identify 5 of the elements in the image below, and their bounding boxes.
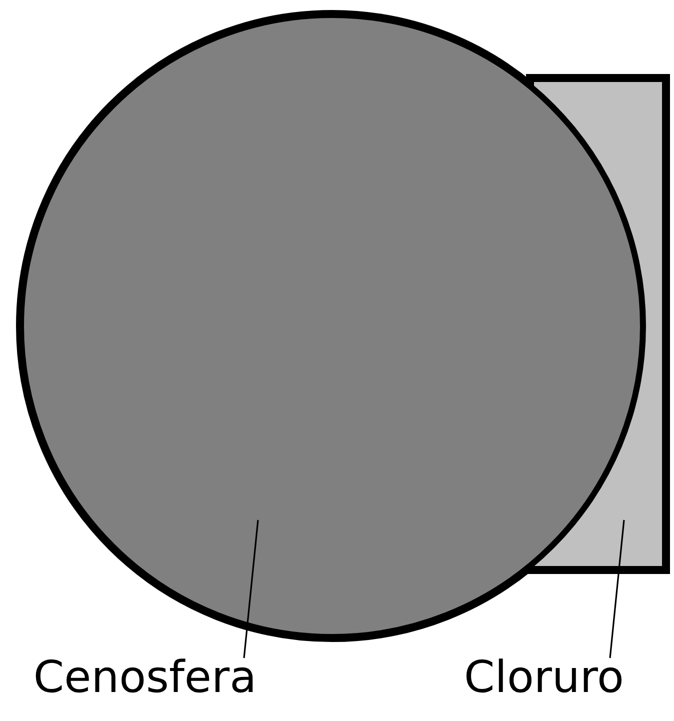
rectangle-shape [526,74,670,574]
leader-line [243,520,259,658]
part-label: Cenosfera [20,652,270,708]
part-label: Cloruro [446,652,642,708]
leader-line [609,520,625,658]
